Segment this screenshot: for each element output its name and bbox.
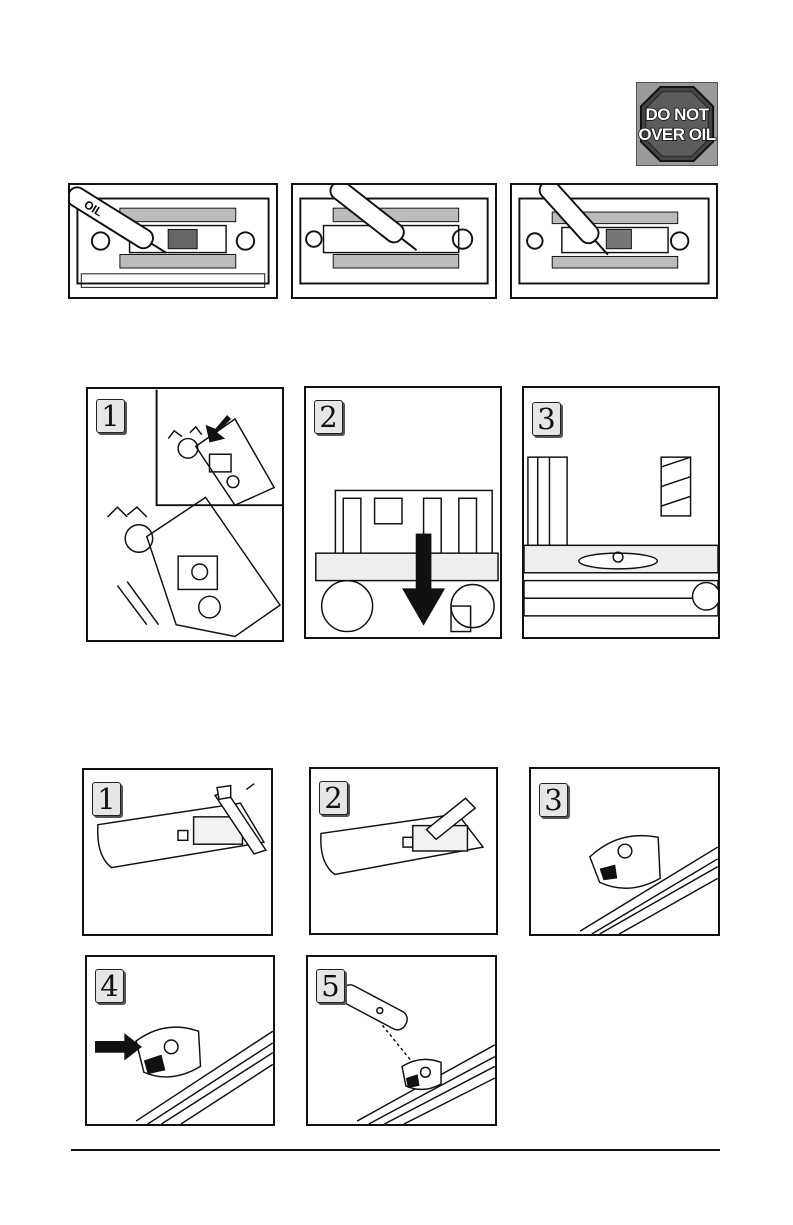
badge-line-1: DO NOT [637,106,717,123]
remote-step-5-panel: 5 [306,955,497,1126]
remote-step-3-panel: 3 [529,767,720,936]
lubrication-diagram-2 [291,183,497,299]
coupler-step-1-panel: 1 [86,387,284,642]
step-number: 3 [539,783,568,817]
coupler-step-3-panel: 3 [522,386,720,639]
footer-rule [71,1149,720,1151]
lubrication-diagram-1: OIL [68,183,278,299]
step-number: 2 [319,781,348,815]
lubrication-diagram-3 [510,183,718,299]
remote-step-2-panel: 2 [309,767,498,935]
step-number: 3 [532,402,561,436]
do-not-over-oil-badge: DO NOT OVER OIL [636,82,718,166]
remote-step-4-panel: 4 [85,955,275,1126]
step-number: 5 [316,969,345,1003]
step-number: 2 [314,400,343,434]
badge-line-2: OVER OIL [637,126,717,143]
truck-underside-illustration: OIL [70,185,276,297]
remote-step-1-panel: 1 [82,768,273,936]
do-not-over-oil-icon [637,83,717,165]
coupler-step-2-panel: 2 [304,386,502,639]
truck-underside-illustration [512,185,716,297]
truck-underside-illustration [293,185,495,297]
step-number: 1 [92,782,121,816]
step-number: 4 [95,969,124,1003]
step-number: 1 [96,399,125,433]
